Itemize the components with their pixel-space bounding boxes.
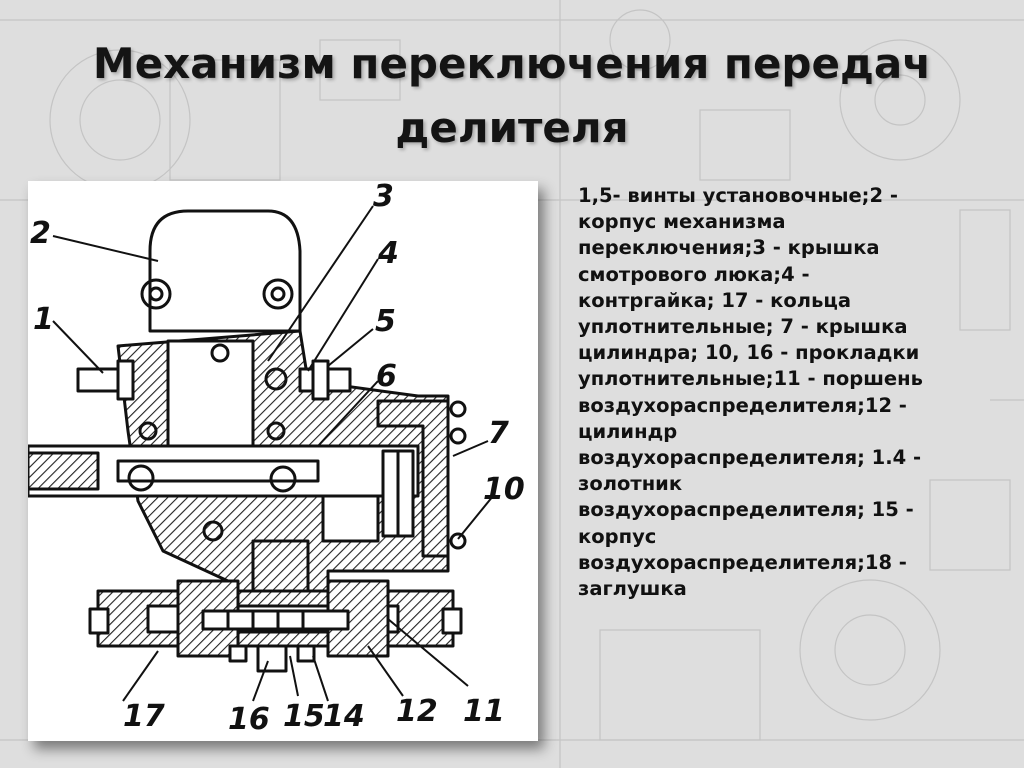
legend-line: воздухораспределителя;12 - bbox=[578, 393, 907, 417]
mechanism-drawing-svg: 2 3 4 1 5 6 7 10 17 16 15 14 12 11 bbox=[28, 181, 525, 737]
parts-legend: 1,5- винты установочные;2 - корпус механ… bbox=[578, 183, 968, 602]
legend-line: уплотнительные;11 - поршень bbox=[578, 367, 923, 391]
legend-line: воздухораспределителя; 1.4 - bbox=[578, 446, 922, 470]
legend-line: контргайка; 17 - кольца bbox=[578, 288, 852, 312]
title-line-2: делителя bbox=[395, 103, 629, 152]
callout-2: 2 bbox=[30, 216, 51, 251]
callout-15: 15 bbox=[283, 699, 325, 734]
callout-3: 3 bbox=[373, 181, 394, 214]
callout-14: 14 bbox=[323, 699, 365, 734]
callout-17: 17 bbox=[123, 699, 165, 734]
callout-4: 4 bbox=[377, 236, 399, 271]
legend-line: цилиндр bbox=[578, 419, 678, 443]
housing-upper bbox=[148, 209, 302, 333]
hole-left bbox=[140, 278, 172, 310]
legend-line: уплотнительные; 7 - крышка bbox=[578, 315, 908, 339]
legend-line: смотрового люка;4 - bbox=[578, 262, 810, 286]
legend-line: воздухораспределителя; 15 - bbox=[578, 498, 914, 522]
legend-line: корпус механизма bbox=[578, 210, 786, 234]
legend-line: заглушка bbox=[578, 577, 687, 601]
title-line-1: Механизм переключения передач bbox=[92, 39, 932, 88]
legend-line: золотник bbox=[578, 472, 683, 496]
callout-6: 6 bbox=[376, 359, 397, 394]
legend-line: цилиндра; 10, 16 - прокладки bbox=[578, 341, 920, 365]
legend-line: 1,5- винты установочные;2 - bbox=[578, 184, 898, 207]
callout-16: 16 bbox=[228, 702, 270, 737]
legend-line: воздухораспределителя;18 - bbox=[578, 550, 907, 574]
callout-5: 5 bbox=[375, 304, 396, 339]
spool bbox=[201, 609, 350, 631]
slide-title: Механизм переключения передач делителя bbox=[0, 32, 1024, 160]
legend-line: корпус bbox=[578, 524, 657, 548]
callout-12: 12 bbox=[396, 694, 438, 729]
hole-right bbox=[262, 278, 294, 310]
callout-1: 1 bbox=[33, 302, 54, 337]
cylinder-cover bbox=[376, 399, 450, 558]
legend-line: переключения;3 - крышка bbox=[578, 236, 880, 260]
callout-10: 10 bbox=[483, 472, 525, 507]
callout-11: 11 bbox=[463, 694, 505, 729]
mechanism-drawing: 2 3 4 1 5 6 7 10 17 16 15 14 12 11 bbox=[28, 181, 538, 741]
callout-7: 7 bbox=[488, 416, 509, 451]
